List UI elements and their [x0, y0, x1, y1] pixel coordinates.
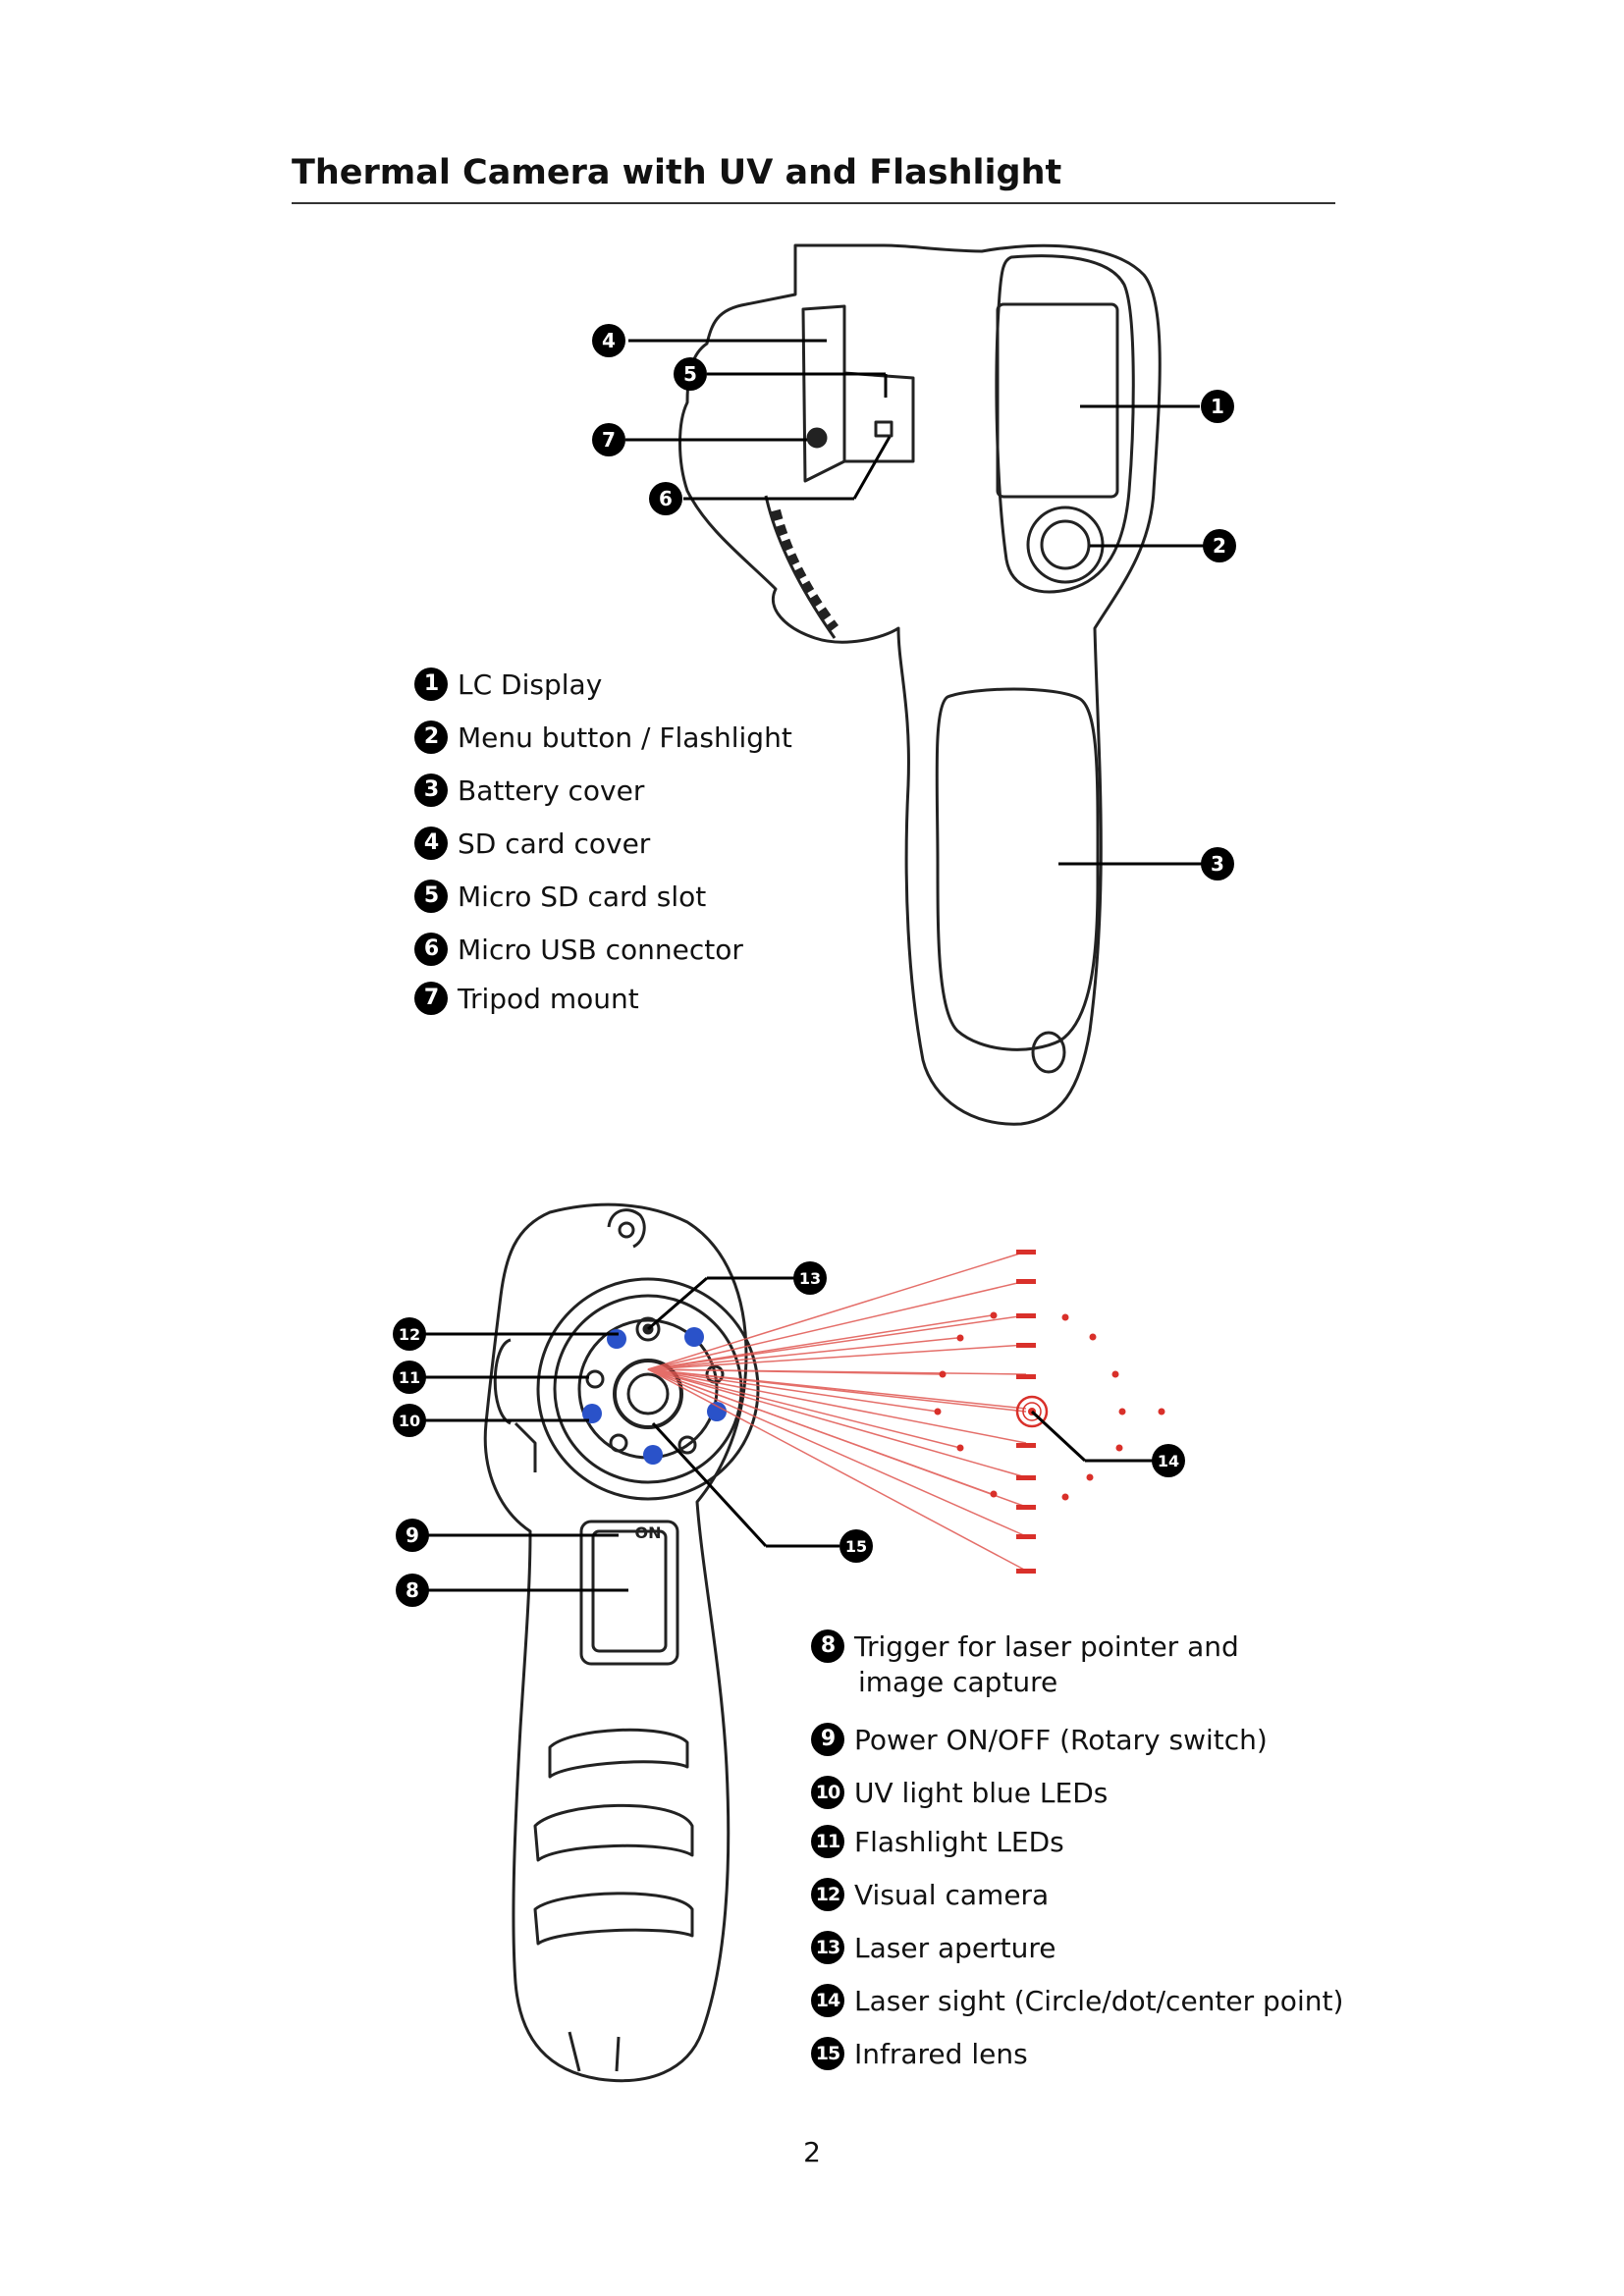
- svg-text:15: 15: [845, 1537, 867, 1556]
- svg-text:11: 11: [399, 1368, 420, 1387]
- svg-text:12: 12: [399, 1325, 420, 1344]
- number-badge: 9: [811, 1723, 844, 1756]
- number-badge: 6: [414, 933, 448, 966]
- uv-leds: [582, 1327, 727, 1465]
- number-badge: 4: [414, 827, 448, 860]
- number-badge: 7: [414, 982, 448, 1015]
- visual-camera: [635, 1316, 661, 1342]
- uv-led: [707, 1402, 727, 1421]
- callout-7: 7: [592, 423, 625, 456]
- uv-led: [643, 1445, 663, 1465]
- page-title: Thermal Camera with UV and Flashlight: [292, 153, 1062, 192]
- number-badge: 2: [414, 721, 448, 754]
- svg-text:9: 9: [406, 1523, 419, 1547]
- number-badge: 12: [811, 1878, 844, 1911]
- svg-text:10: 10: [399, 1412, 420, 1430]
- top-camera-figure: 4 5 7 6 1 2 3: [592, 243, 1236, 1126]
- callout-3: 3: [1201, 847, 1234, 881]
- camera-body-outline: [678, 243, 1162, 1126]
- callout-5: 5: [674, 357, 707, 391]
- callout-14: 14: [1152, 1444, 1185, 1477]
- uv-led: [684, 1327, 704, 1347]
- infrared-lens: [613, 1359, 683, 1429]
- micro-usb-port: [874, 420, 893, 438]
- number-badge: 11: [811, 1825, 844, 1858]
- callout-13: 13: [793, 1261, 827, 1295]
- sd-card-cover: [801, 304, 846, 483]
- number-badge: 1: [414, 667, 448, 701]
- number-badge: 5: [414, 880, 448, 913]
- uv-led: [582, 1404, 602, 1423]
- number-badge: 10: [811, 1776, 844, 1809]
- on-switch-label: ON: [635, 1523, 662, 1542]
- tripod-mount: [806, 427, 828, 449]
- callout-2: 2: [1203, 529, 1236, 562]
- number-badge: 3: [414, 774, 448, 807]
- svg-text:3: 3: [1211, 852, 1224, 876]
- flashlight-led: [609, 1433, 628, 1453]
- page-number: 2: [803, 2136, 821, 2168]
- display-bezel: [995, 254, 1135, 594]
- callout-1: 1: [1201, 390, 1234, 423]
- callout-15: 15: [839, 1529, 873, 1563]
- flashlight-led: [585, 1369, 605, 1389]
- lc-display-screen: [996, 302, 1119, 499]
- callout-9: 9: [396, 1519, 429, 1552]
- callout-11: 11: [393, 1361, 426, 1394]
- svg-text:8: 8: [406, 1578, 419, 1602]
- number-badge: 15: [811, 2037, 844, 2070]
- front-head-ring: [553, 1294, 743, 1484]
- callout-12: 12: [393, 1317, 426, 1351]
- bottom-camera-figure: ON: [393, 1202, 1185, 2083]
- callout-10: 10: [393, 1404, 426, 1437]
- callout-4: 4: [592, 324, 625, 357]
- front-head-outer: [536, 1277, 760, 1501]
- laser-sight: [934, 1250, 1165, 1574]
- svg-text:5: 5: [683, 362, 697, 386]
- svg-text:4: 4: [602, 329, 616, 352]
- svg-text:6: 6: [659, 487, 673, 510]
- uv-led: [607, 1329, 626, 1349]
- battery-cover: [935, 687, 1100, 1051]
- number-badge: 8: [811, 1629, 844, 1663]
- flashlight-led: [677, 1435, 697, 1455]
- callout-6: 6: [649, 482, 682, 515]
- svg-text:2: 2: [1213, 534, 1226, 558]
- svg-text:14: 14: [1158, 1452, 1179, 1470]
- laser-beams: [647, 1251, 1027, 1572]
- svg-text:7: 7: [602, 428, 616, 452]
- number-badge: 14: [811, 1984, 844, 2017]
- trigger: [579, 1520, 679, 1666]
- svg-text:13: 13: [799, 1269, 821, 1288]
- svg-text:1: 1: [1211, 395, 1224, 418]
- title-rule: [292, 202, 1335, 204]
- number-badge: 13: [811, 1931, 844, 1964]
- callout-8: 8: [396, 1574, 429, 1607]
